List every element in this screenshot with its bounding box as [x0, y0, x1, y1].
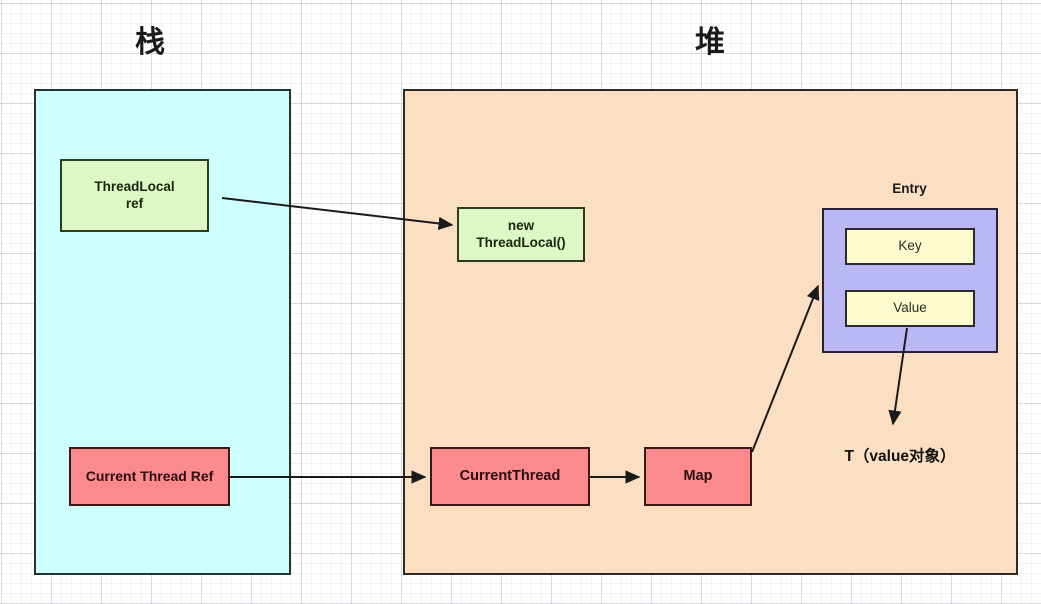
node-new-threadlocal: new ThreadLocal(): [457, 207, 585, 262]
node-threadlocal-ref: ThreadLocal ref: [60, 159, 209, 232]
entry-label: Entry: [892, 181, 927, 196]
node-current-thread: CurrentThread: [430, 447, 590, 506]
stack-region-title: 栈: [135, 26, 165, 59]
node-current-thread-ref: Current Thread Ref: [69, 447, 230, 506]
heap-region-title: 堆: [695, 26, 725, 59]
caption-value-object: T（value对象）: [844, 448, 956, 465]
node-map: Map: [644, 447, 752, 506]
node-key: Key: [845, 228, 975, 265]
node-value: Value: [845, 290, 975, 327]
